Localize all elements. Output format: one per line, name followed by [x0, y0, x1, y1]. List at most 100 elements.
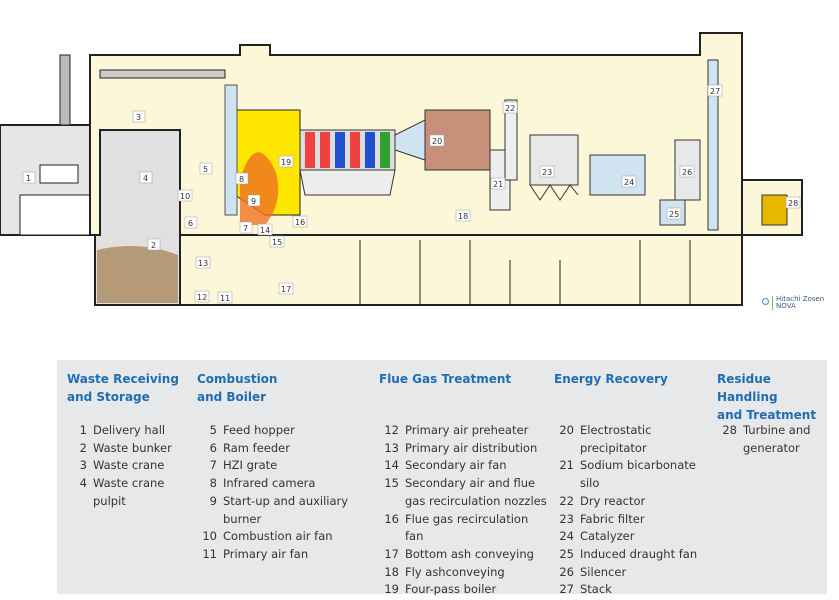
label-21: 21	[490, 177, 506, 190]
svg-text:20: 20	[432, 137, 442, 146]
svg-text:12: 12	[197, 293, 207, 302]
label-1: 1	[22, 171, 36, 184]
svg-text:3: 3	[136, 113, 141, 122]
label-28: 28	[785, 196, 801, 209]
svg-text:18: 18	[458, 212, 468, 221]
svg-text:5: 5	[203, 165, 208, 174]
label-12: 12	[194, 290, 210, 303]
svg-text:2: 2	[151, 241, 156, 250]
label-17: 17	[278, 282, 294, 295]
copyright-icon	[762, 298, 769, 305]
label-8: 8	[235, 172, 249, 185]
svg-text:4: 4	[143, 174, 148, 183]
svg-text:10: 10	[180, 192, 190, 201]
label-11: 11	[217, 291, 233, 304]
label-22: 22	[502, 101, 518, 114]
label-20: 20	[429, 134, 445, 147]
plant-diagram: 1 2 3 4 5 6 7 8 9 10 11 12 13 14 15 16 1…	[0, 32, 803, 306]
label-25: 25	[666, 207, 682, 220]
legend-heading: Flue Gas Treatment	[379, 372, 512, 386]
fabric-filter	[529, 134, 579, 186]
svg-text:11: 11	[220, 294, 230, 303]
svg-text:26: 26	[682, 168, 692, 177]
svg-text:24: 24	[624, 178, 634, 187]
label-2: 2	[147, 238, 161, 251]
svg-text:6: 6	[188, 219, 193, 228]
stack	[707, 59, 719, 231]
svg-text:19: 19	[281, 158, 291, 167]
legend-heading: Energy Recovery	[554, 372, 668, 386]
svg-text:27: 27	[710, 87, 720, 96]
svg-text:21: 21	[493, 180, 503, 189]
svg-text:8: 8	[239, 175, 244, 184]
label-14: 14	[257, 223, 273, 236]
svg-text:15: 15	[272, 238, 282, 247]
label-15: 15	[269, 235, 285, 248]
svg-text:16: 16	[295, 218, 305, 227]
svg-text:22: 22	[505, 104, 515, 113]
label-18: 18	[455, 209, 471, 222]
diagram-labels: 1 2 3 4 5 6 7 8 9 10 11 12 13 14 15 16 1…	[22, 84, 801, 304]
svg-text:28: 28	[788, 199, 798, 208]
label-13: 13	[195, 256, 211, 269]
label-24: 24	[621, 175, 637, 188]
waste-crane	[99, 69, 226, 79]
svg-text:17: 17	[281, 285, 291, 294]
superheater-bundles	[305, 132, 390, 168]
flame	[240, 152, 279, 225]
label-27: 27	[707, 84, 723, 97]
label-23: 23	[539, 165, 555, 178]
svg-text:13: 13	[198, 259, 208, 268]
label-19: 19	[278, 155, 294, 168]
label-16: 16	[292, 215, 308, 228]
truck	[39, 164, 79, 184]
label-5: 5	[199, 162, 213, 175]
svg-text:9: 9	[251, 197, 256, 206]
svg-text:23: 23	[542, 168, 552, 177]
svg-text:25: 25	[669, 210, 679, 219]
label-4: 4	[139, 171, 153, 184]
turbine	[761, 194, 788, 226]
label-3: 3	[132, 110, 146, 123]
copyright-logo: Hitachi Zosen NOVA	[772, 296, 824, 310]
label-10: 10	[177, 189, 193, 202]
svg-text:7: 7	[243, 224, 248, 233]
label-9: 9	[247, 194, 261, 207]
label-26: 26	[679, 165, 695, 178]
svg-text:1: 1	[26, 174, 31, 183]
label-7: 7	[239, 221, 253, 234]
